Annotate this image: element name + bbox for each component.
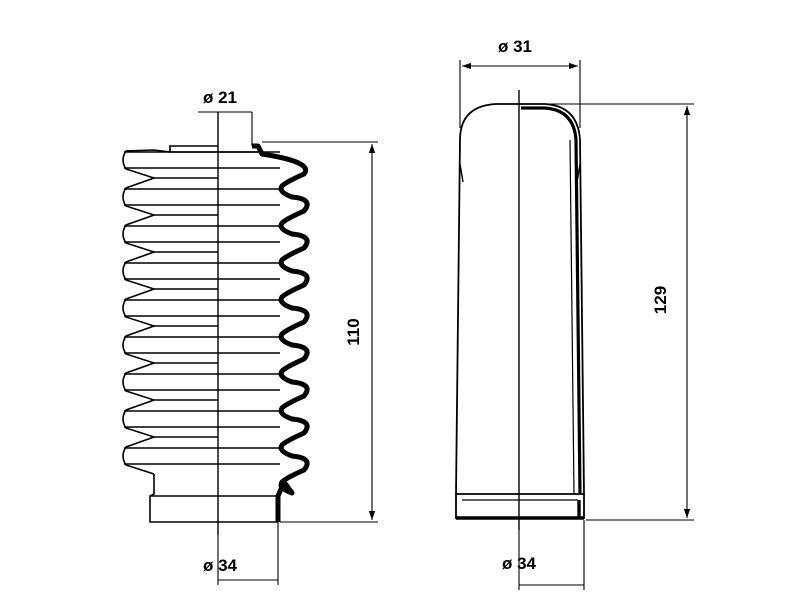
smooth-boot: [455, 90, 585, 530]
smooth-boot-length-label: 129: [651, 286, 670, 314]
bellows-outline: [122, 149, 171, 475]
bellows-section-view: [218, 143, 310, 523]
bellows-outer-view: [122, 145, 218, 523]
bellows-boot: [122, 112, 310, 535]
bellows-section-wall: [252, 143, 310, 522]
smooth-boot-outline: [455, 103, 585, 495]
smooth-boot-top-diameter-label: ø 31: [498, 37, 532, 56]
bellows-top-diameter-label: ø 21: [203, 88, 237, 107]
bellows-dimensions: [198, 111, 378, 585]
smooth-boot-bottom-diameter-label: ø 34: [502, 554, 537, 573]
smooth-boot-section-wall: [521, 106, 582, 495]
bellows-length-label: 110: [344, 318, 363, 345]
smooth-boot-dimensions: [459, 60, 694, 590]
bellows-bottom-diameter-label: ø 34: [203, 556, 238, 575]
bellows-top-collar: [169, 145, 218, 153]
bellows-bottom-collar: [149, 474, 218, 523]
smooth-boot-collar: [455, 493, 585, 519]
